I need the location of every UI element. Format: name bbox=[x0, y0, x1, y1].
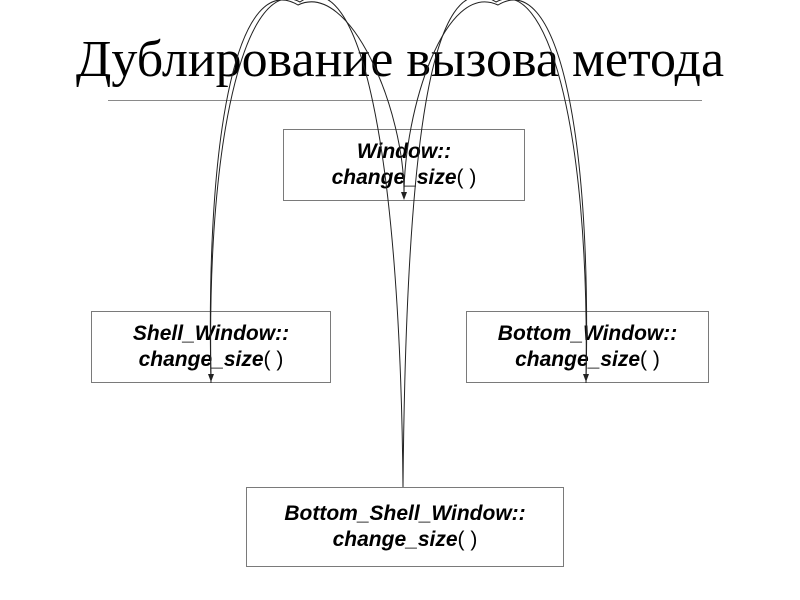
node-bottom-window-method-name: change_size bbox=[515, 348, 641, 371]
node-shell-window-method: change_size( ) bbox=[139, 347, 284, 373]
node-bottom-window: Bottom_Window:: change_size( ) bbox=[466, 311, 709, 383]
node-bottom-window-class: Bottom_Window:: bbox=[497, 322, 678, 345]
node-bottom-shell-window-method: change_size( ) bbox=[333, 527, 478, 553]
node-window-paren: ( ) bbox=[456, 166, 477, 189]
slide-title: Дублирование вызова метода bbox=[75, 31, 725, 88]
node-shell-window-method-name: change_size bbox=[138, 348, 264, 371]
node-bottom-shell-window-class: Bottom_Shell_Window:: bbox=[284, 502, 526, 525]
node-shell-window: Shell_Window:: change_size( ) bbox=[91, 311, 331, 383]
node-shell-window-paren: ( ) bbox=[263, 348, 284, 371]
node-bottom-shell-window: Bottom_Shell_Window:: change_size( ) bbox=[246, 487, 564, 567]
node-window: Window:: change_size( ) bbox=[283, 129, 525, 201]
title-divider bbox=[108, 100, 702, 101]
node-window-method: change_size( ) bbox=[332, 165, 477, 191]
node-shell-window-class: Shell_Window:: bbox=[132, 322, 290, 345]
node-window-class: Window:: bbox=[356, 140, 452, 163]
node-bottom-shell-window-paren: ( ) bbox=[457, 528, 478, 551]
node-bottom-window-paren: ( ) bbox=[640, 348, 660, 371]
node-bottom-shell-window-method-name: change_size bbox=[332, 528, 458, 551]
node-bottom-window-method: change_size( ) bbox=[515, 347, 660, 373]
node-window-method-name: change_size bbox=[331, 166, 457, 189]
